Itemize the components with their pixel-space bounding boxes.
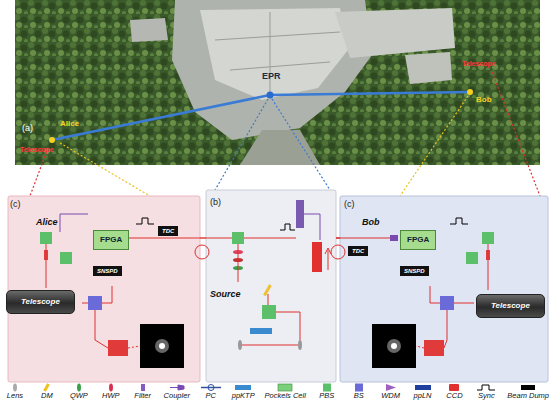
legend-symbol — [274, 383, 296, 392]
legend-symbol — [316, 383, 338, 392]
legend-symbol — [412, 383, 434, 392]
legend-symbol — [380, 383, 402, 392]
map-label: Alice — [60, 120, 79, 128]
legend-text: QWP — [70, 392, 88, 400]
legend-text: CCD — [446, 392, 462, 400]
panel-region: AliceFPGA TDC SNSPD — [8, 196, 200, 382]
legend-item: DM — [36, 383, 58, 400]
node-text: TDC — [352, 248, 364, 254]
telescope: Telescope — [476, 294, 545, 318]
legend-symbol — [200, 383, 222, 392]
legend-symbol — [4, 383, 26, 392]
legend-symbol — [36, 383, 58, 392]
map-label: (c) — [344, 200, 355, 209]
legend-symbol — [68, 383, 90, 392]
legend-text: ppKTP — [232, 392, 255, 400]
legend-text: Pockels Cell — [265, 392, 306, 400]
legend: Lens DM QWP HWP Filter Coupler PC ppKTP Pockels … — [4, 383, 549, 400]
map-label: (c) — [10, 200, 21, 209]
panels — [8, 190, 548, 382]
detector-box: TDC — [348, 246, 368, 256]
legend-item: Pockels Cell — [265, 383, 306, 400]
source-optics — [195, 200, 345, 350]
legend-item: QWP — [68, 383, 90, 400]
map-label: (b) — [210, 198, 221, 207]
detector-box: TDC — [158, 226, 178, 236]
legend-text: Beam Dump — [507, 392, 549, 400]
detector-box: SNSPD — [400, 266, 429, 276]
legend-symbol — [517, 383, 539, 392]
node-text: Telescope — [491, 302, 530, 310]
legend-item: WDM — [380, 383, 402, 400]
legend-text: Sync — [478, 392, 495, 400]
node-text: Telescope — [21, 298, 60, 306]
panel-heading: Alice — [36, 218, 58, 227]
satellite-map — [15, 0, 540, 165]
fiber-link — [336, 237, 340, 238]
node-text: SNSPD — [97, 268, 118, 274]
legend-item: HWP — [100, 383, 122, 400]
legend-item: Lens — [4, 383, 26, 400]
detector-box: SNSPD — [93, 266, 122, 276]
bob-optics — [336, 218, 494, 368]
legend-text: Lens — [7, 392, 23, 400]
legend-symbol — [232, 383, 254, 392]
legend-text: WDM — [381, 392, 400, 400]
node-text: TDC — [162, 228, 174, 234]
map-label: EPR — [262, 72, 281, 81]
legend-text: PC — [206, 392, 216, 400]
legend-text: DM — [41, 392, 53, 400]
legend-text: BS — [354, 392, 364, 400]
map-label: Telescope — [20, 146, 54, 153]
map-label: Bob — [476, 96, 492, 104]
node-text: FPGA — [100, 236, 122, 244]
legend-symbol — [443, 383, 465, 392]
panel-region: Source — [206, 190, 336, 382]
legend-item: Sync — [475, 383, 497, 400]
node-text: FPGA — [407, 236, 429, 244]
telescope: Telescope — [6, 290, 75, 314]
legend-item: PBS — [316, 383, 338, 400]
legend-text: PBS — [319, 392, 334, 400]
legend-item: ppKTP — [232, 383, 255, 400]
legend-symbol — [348, 383, 370, 392]
legend-item: Filter — [132, 383, 154, 400]
legend-text: Filter — [134, 392, 151, 400]
fpga-box: FPGA — [93, 230, 129, 250]
legend-text: ppLN — [414, 392, 432, 400]
legend-item: Beam Dump — [507, 383, 549, 400]
legend-text: Coupler — [164, 392, 190, 400]
zoom-lines — [30, 72, 540, 196]
legend-symbol — [475, 383, 497, 392]
node-text: SNSPD — [404, 268, 425, 274]
panel-heading: Source — [210, 290, 241, 299]
legend-symbol — [100, 383, 122, 392]
map-label: (a) — [22, 124, 33, 133]
legend-item: ppLN — [412, 383, 434, 400]
fpga-box: FPGA — [400, 230, 436, 250]
fiber-link — [200, 237, 206, 238]
legend-item: CCD — [443, 383, 465, 400]
legend-text: HWP — [102, 392, 120, 400]
panel-region: BobFPGA TDC SNSPD — [340, 196, 548, 382]
legend-item: Coupler — [164, 383, 190, 400]
legend-item: PC — [200, 383, 222, 400]
legend-item: BS — [348, 383, 370, 400]
legend-symbol — [166, 383, 188, 392]
map-label: Telescope — [462, 60, 496, 67]
legend-symbol — [132, 383, 154, 392]
panel-heading: Bob — [362, 218, 380, 227]
